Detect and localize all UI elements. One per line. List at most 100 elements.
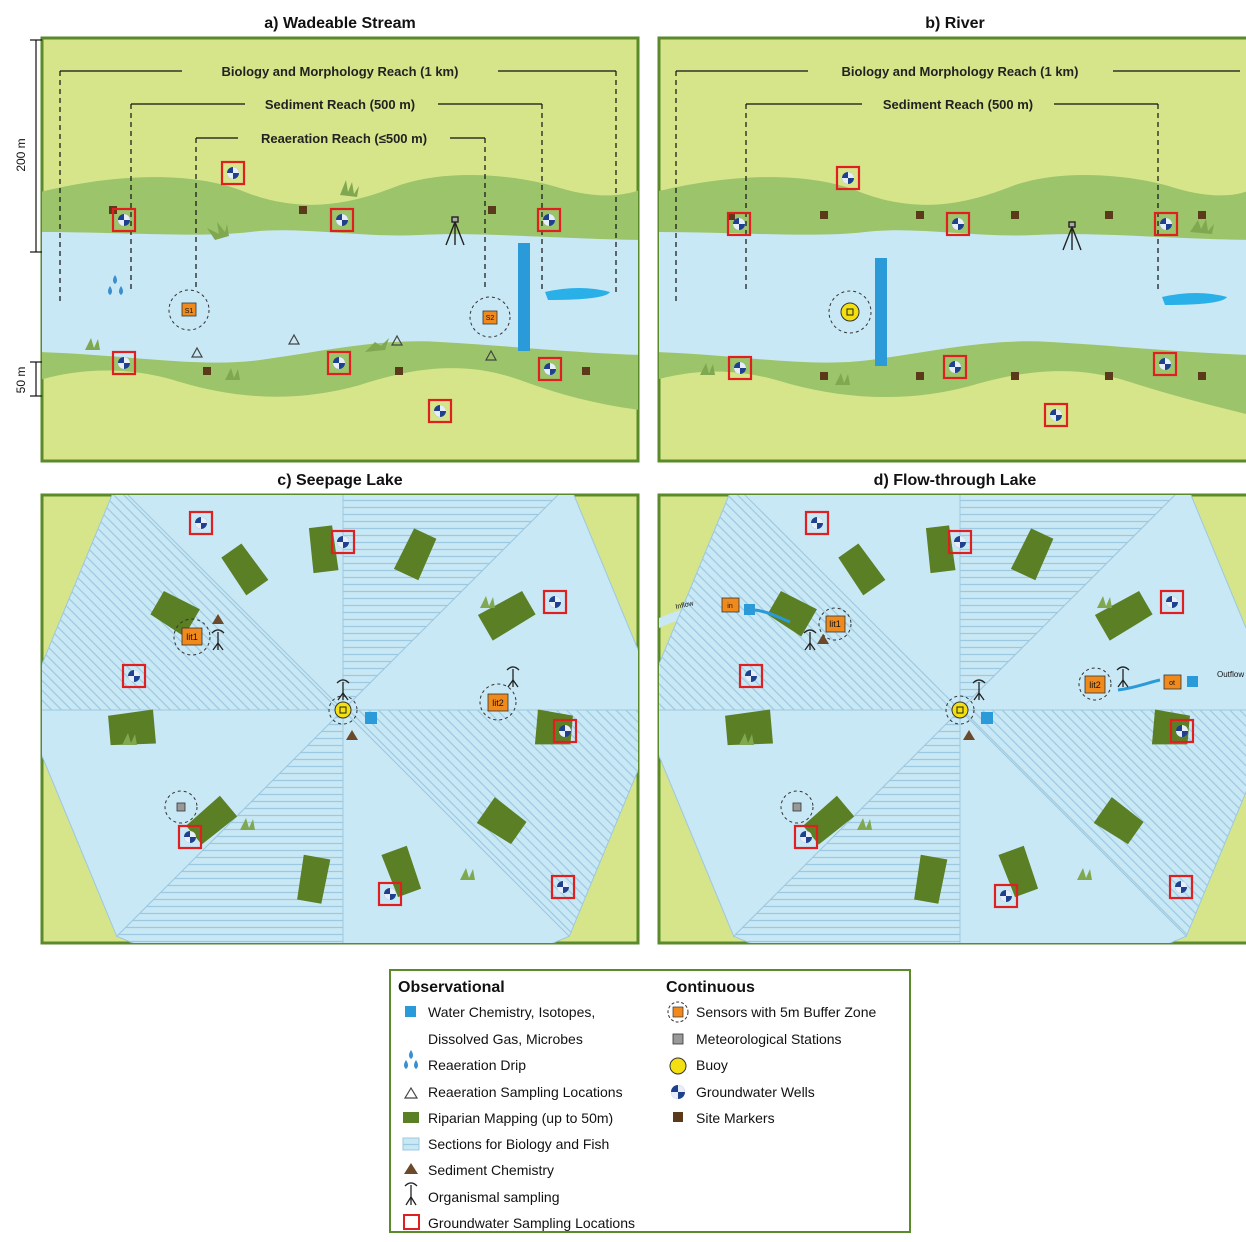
svg-text:S2: S2: [486, 315, 495, 322]
legend-reaeration-sampling-label: Reaeration Sampling Locations: [428, 1084, 623, 1100]
reaeration-sampling-points: [190, 333, 498, 361]
panel-a: Biology and Morphology Reach (1 km) Sedi…: [14, 36, 640, 463]
svg-text:lit2: lit2: [1089, 680, 1101, 690]
sediment-chemistry-icon: [404, 1163, 418, 1174]
site-markers: [727, 211, 1206, 380]
groundwater-sampling-well: [945, 211, 971, 237]
site-marker-icon: [673, 1112, 683, 1122]
groundwater-sampling-well: [111, 350, 137, 376]
riparian-mapping-icon: [403, 1112, 419, 1123]
groundwater-wells: [738, 510, 1195, 909]
groundwater-sampling-well: [330, 529, 356, 555]
met-station-icon: [672, 1033, 684, 1045]
buoy-icon: [328, 695, 358, 725]
panel-c: lit1 lit2: [40, 493, 640, 945]
site-marker: [1105, 211, 1113, 219]
legend-buoy-label: Buoy: [696, 1057, 728, 1073]
groundwater-sampling-well: [537, 356, 563, 382]
met-station-icon: [780, 790, 814, 824]
sediment-chemistry-icon: [212, 614, 224, 624]
groundwater-sampling-well: [738, 663, 764, 689]
site-marker: [488, 206, 496, 214]
sensor-buffer-icon: [667, 1001, 689, 1023]
riparian-mapping-block: [767, 590, 817, 637]
met-station-icon: [445, 216, 465, 246]
reach-brackets: [59, 70, 617, 305]
groundwater-sampling-well: [329, 207, 355, 233]
organismal-sampling-icon: [803, 629, 817, 651]
sensor-outlet: ot: [1163, 674, 1182, 690]
groundwater-sampling-well: [727, 355, 753, 381]
site-marker: [203, 367, 211, 375]
water-chemistry-transect: [518, 243, 530, 351]
legend-organismal-sampling-label: Organismal sampling: [428, 1189, 560, 1205]
grass-tufts: [739, 596, 1112, 880]
sensor-lit1: lit1: [818, 607, 852, 641]
buoy-icon: [669, 1057, 687, 1075]
inflow-channel-line: [754, 608, 791, 624]
sediment-chemistry-icon: [963, 730, 975, 740]
panel-b: Biology and Morphology Reach (1 km) Sedi…: [657, 36, 1246, 463]
riparian-mapping-block: [381, 845, 422, 898]
buoy-icon: [945, 695, 975, 725]
groundwater-sampling-well: [835, 165, 861, 191]
reaeration-drip-icon: [404, 1050, 418, 1069]
buoy-sensor: [828, 290, 872, 334]
groundwater-sampling-well: [1169, 718, 1195, 744]
groundwater-sampling-well: [188, 510, 214, 536]
panel-d: Inflow Outflow in ot lit1 lit2: [657, 493, 1246, 945]
riparian-mapping-block: [914, 854, 948, 904]
riparian-mapping-block: [725, 709, 773, 746]
water-chemistry-icon: [1187, 676, 1198, 687]
svg-text:lit1: lit1: [186, 632, 198, 642]
sensor-lit2: lit2: [1078, 667, 1112, 701]
sediment-chemistry-icon: [346, 730, 358, 740]
site-marker: [1011, 211, 1019, 219]
legend-sediment-chemistry-label: Sediment Chemistry: [428, 1162, 554, 1178]
water-chemistry-icon: [981, 712, 993, 724]
reaeration-sampling-point: [190, 346, 204, 358]
grass-tufts: [700, 219, 1214, 385]
stream-channel: [42, 230, 638, 363]
groundwater-sampling-well: [220, 160, 246, 186]
legend-riparian-mapping-label: Riparian Mapping (up to 50m): [428, 1110, 613, 1126]
riparian-mapping-block: [108, 709, 156, 746]
groundwater-sampling-well: [542, 589, 568, 615]
legend-groundwater-sampling-label: Groundwater Sampling Locations: [428, 1215, 635, 1231]
groundwater-sampling-well: [793, 824, 819, 850]
svg-text:lit1: lit1: [829, 619, 841, 629]
groundwater-wells: [121, 510, 578, 907]
sensor-lit1: lit1: [173, 618, 211, 656]
reaeration-drip-icon: [108, 275, 123, 295]
organismal-sampling-icon: [972, 679, 986, 701]
outflow-channel-line: [1117, 678, 1161, 692]
legend: Observational Continuous Water Chemistry…: [389, 969, 911, 1233]
biology-section: [744, 495, 961, 712]
riparian-mapping-block: [838, 543, 886, 596]
sediment-chemistry-icon: [817, 634, 829, 644]
biology-sections-icon: [402, 1137, 420, 1151]
groundwater-sampling-well: [942, 354, 968, 380]
grass-tufts: [122, 596, 495, 880]
water-chemistry-transect: [875, 258, 887, 366]
groundwater-sampling-well: [377, 881, 403, 907]
reaeration-sampling-icon: [403, 1086, 419, 1099]
legend-site-marker-label: Site Markers: [696, 1110, 775, 1126]
reaeration-sampling-point: [390, 334, 404, 346]
svg-text:ot: ot: [1169, 680, 1175, 687]
riparian-mapping-block: [477, 590, 536, 641]
legend-continuous-title: Continuous: [666, 979, 755, 996]
groundwater-sampling-well: [1168, 874, 1194, 900]
outflow-label: Outflow: [1217, 670, 1244, 679]
organismal-sampling-points: [803, 629, 1130, 701]
groundwater-sampling-well: [536, 207, 562, 233]
panel-d-title: d) Flow-through Lake: [874, 472, 1037, 489]
riparian-mapping-block: [803, 795, 855, 845]
groundwater-sampling-well: [427, 398, 453, 424]
site-marker: [1011, 372, 1019, 380]
reach-label-biology: Biology and Morphology Reach (1 km): [842, 64, 1079, 79]
water-chemistry-icon: [365, 712, 377, 724]
site-marker: [1105, 372, 1113, 380]
legend-water-chemistry-label-cont: Dissolved Gas, Microbes: [428, 1031, 583, 1047]
legend-water-chemistry-label: Water Chemistry, Isotopes,: [428, 1004, 595, 1020]
